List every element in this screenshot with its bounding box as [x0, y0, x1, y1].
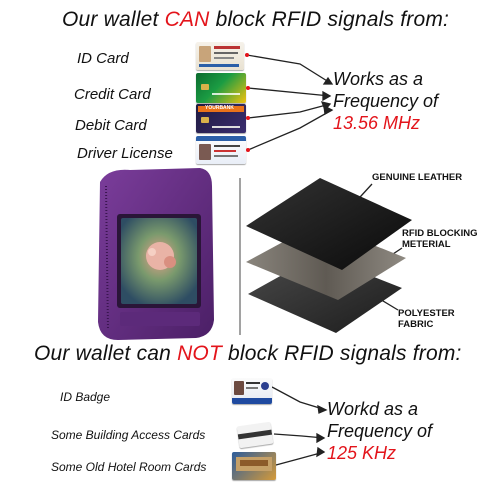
label-driver-license: Driver License — [77, 145, 173, 162]
cannot-frequency-line1: Workd as a — [327, 399, 419, 419]
credit-card-image — [196, 73, 246, 103]
cannot-frequency-line2: Frequency of — [327, 421, 433, 441]
can-frequency-line2: Frequency of — [333, 91, 439, 111]
label-id-card: ID Card — [77, 50, 129, 67]
id-badge-image — [232, 378, 272, 404]
hotel-card-image — [232, 452, 276, 480]
driver-license-image — [196, 136, 246, 164]
label-debit-card: Debit Card — [75, 117, 147, 134]
layer-label-leather: GENUINE LEATHER — [372, 172, 463, 183]
can-frequency-block: Works as a Frequency of 13.56 MHz — [333, 68, 438, 134]
cannot-frequency-block: Workd as a Frequency of 125 KHz — [327, 398, 432, 464]
label-credit-card: Credit Card — [74, 86, 151, 103]
not-emphasis: NOT — [177, 342, 222, 365]
can-frequency-line1: Works as a — [333, 69, 424, 89]
label-id-badge: ID Badge — [60, 390, 111, 404]
access-card-image — [236, 421, 274, 449]
id-card-image — [196, 42, 244, 70]
bottom-heading: Our wallet can NOT block RFID signals fr… — [34, 342, 462, 365]
can-emphasis: CAN — [164, 8, 210, 31]
layer-label-rfid: RFID BLOCKING METERIAL — [402, 228, 478, 250]
debit-card-image: YOURBANK — [196, 104, 246, 133]
label-old-hotel-room-cards: Some Old Hotel Room Cards — [51, 460, 207, 474]
cannot-frequency-value: 125 KHz — [327, 443, 397, 463]
top-heading: Our wallet CAN block RFID signals from: — [62, 8, 450, 31]
debit-card-brand: YOURBANK — [205, 105, 234, 111]
layer-leather — [246, 178, 412, 270]
label-building-access-cards: Some Building Access Cards — [51, 428, 206, 442]
layer-label-polyester: POLYESTER FABRIC — [398, 308, 455, 330]
can-frequency-value: 13.56 MHz — [333, 113, 421, 133]
